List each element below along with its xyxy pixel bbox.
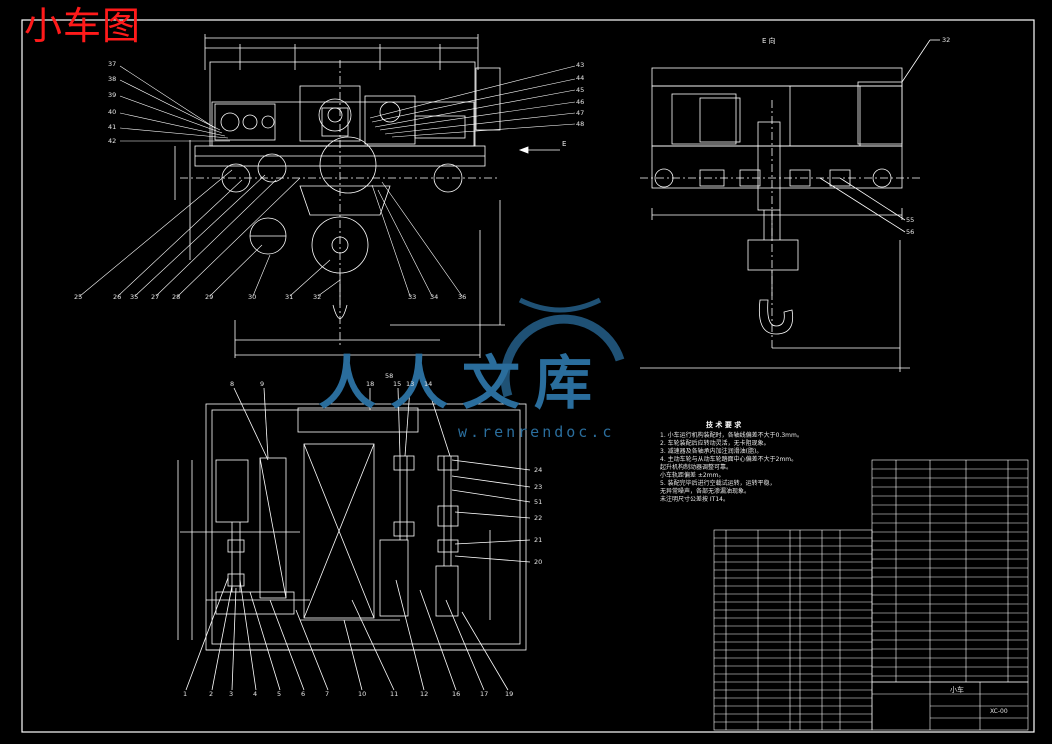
callout: 32 [942,36,951,44]
callout: 36 [458,293,467,301]
drawing-border [21,19,1035,733]
callout: 22 [534,514,543,522]
title-block [871,681,1029,731]
side-view [640,39,940,372]
callout: 47 [576,109,585,117]
callout: 40 [108,108,117,116]
arrow-label: E [562,140,567,148]
callout: 37 [108,60,117,68]
tech-req-line: 3. 减速器及各轴承内加注润滑油(脂)。 [660,448,763,455]
callout: 8 [230,380,235,388]
callout: 51 [534,498,543,506]
callout: 15 [393,380,402,388]
callout: 30 [248,293,257,301]
front-view [174,34,560,358]
callout: 29 [205,293,214,301]
callout: 6 [301,690,306,698]
callout: 55 [906,216,915,224]
callout: 35 [130,293,139,301]
callout: 11 [390,690,399,698]
callout: 18 [366,380,375,388]
callout: 1 [183,690,188,698]
callout: 56 [906,228,915,236]
callout: 44 [576,74,585,82]
callout: 5 [277,690,282,698]
callout: 13 [406,380,415,388]
callout: 4 [253,690,258,698]
tech-req-line: 5. 装配完毕后进行空载试运转，运转平稳， [660,480,776,487]
callout: 27 [151,293,160,301]
parts-list-left [713,529,873,731]
callout: 48 [576,120,585,128]
callout: 7 [325,690,330,698]
tech-req-line: 小车轨距偏差 ±2mm。 [660,472,725,479]
callout: 2 [209,690,214,698]
callout: 41 [108,123,117,131]
callout: 38 [108,75,117,83]
callout: 17 [480,690,489,698]
front-leaders [79,65,576,297]
callout: 58 [385,372,394,380]
side-view-label: E 向 [762,37,776,45]
callout: 20 [534,558,543,566]
watermark-brand: 人人文库 [318,349,607,417]
tech-req-line: 1. 小车运行机构装配时，各轴线偏差不大于0.3mm。 [660,432,803,439]
callout: 28 [172,293,181,301]
callout: 32 [313,293,322,301]
callout: 34 [430,293,439,301]
callout: 19 [505,690,514,698]
callout: 39 [108,91,117,99]
tech-req-title: 技 术 要 求 [706,421,742,429]
callout: 23 [534,483,543,491]
callout: 42 [108,137,117,145]
tech-req-line: 2. 车轮装配后应转动灵活，无卡阻现象。 [660,440,770,447]
callout: 45 [576,86,585,94]
callout: 43 [576,61,585,69]
callout: 33 [408,293,417,301]
watermark-url: w.renrendoc.c [458,423,615,441]
callout: 25 [74,293,83,301]
callout: 21 [534,536,543,544]
title-block-name: 小车 [950,686,964,694]
callout: 12 [420,690,429,698]
callout: 24 [534,466,543,474]
callout: 14 [424,380,433,388]
callout: 16 [452,690,461,698]
title-block-number: XC-00 [990,708,1008,715]
parts-list-right [871,459,1029,683]
tech-req-line: 未注明尺寸公差按 IT14。 [660,496,729,503]
callout: 3 [229,690,234,698]
plan-view [177,387,531,691]
callout: 10 [358,690,367,698]
drawing-title: 小车图 [24,4,142,48]
callout: 31 [285,293,294,301]
tech-req-line: 无异常噪声，各部无渗漏油现象。 [660,488,751,495]
callout: 9 [260,380,265,388]
callout: 26 [113,293,122,301]
tech-req-line: 起升机构制动器调整可靠。 [660,464,733,471]
callout: 46 [576,98,585,106]
watermark-logo [500,297,625,398]
tech-req-line: 4. 主动车轮与从动车轮踏面中心偏差不大于2mm。 [660,456,798,463]
